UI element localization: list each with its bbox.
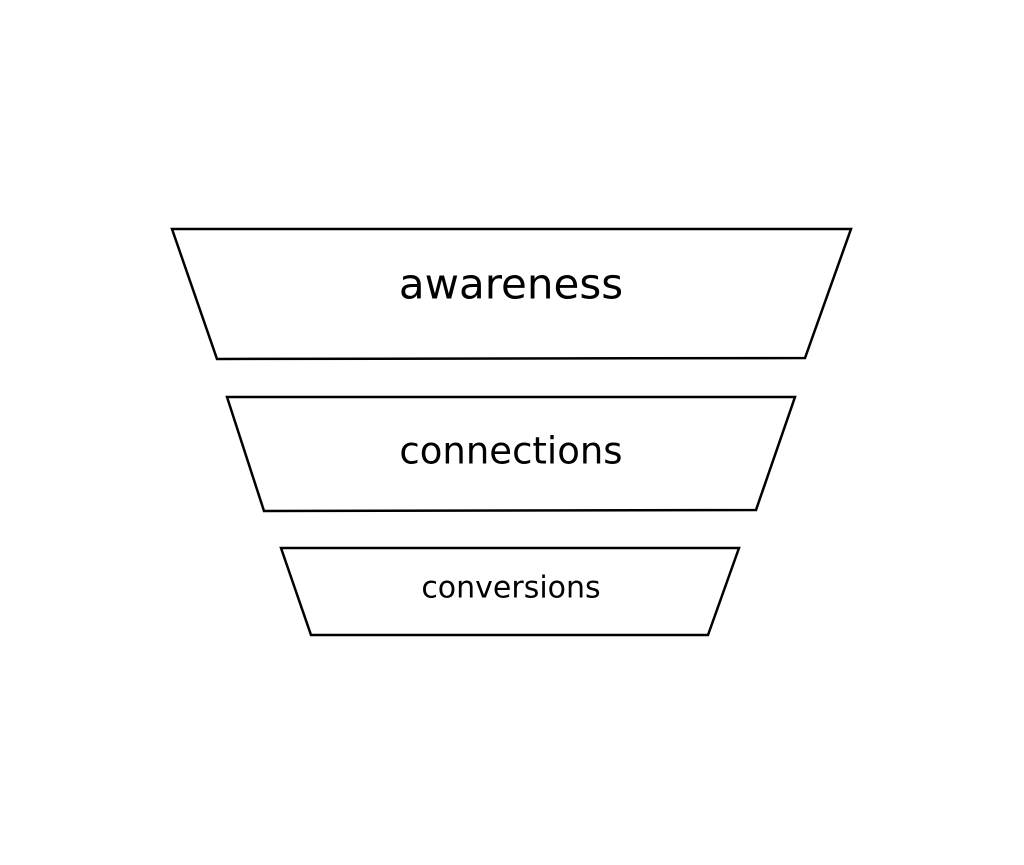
funnel-stage-conversions: conversions [279, 546, 741, 637]
funnel-stage-conversions-label: conversions [421, 571, 600, 606]
funnel-stage-awareness-label: awareness [399, 260, 623, 309]
funnel-stage-connections-label: connections [399, 430, 622, 473]
funnel-stage-connections: connections [225, 395, 797, 513]
funnel-stage-awareness: awareness [170, 227, 853, 361]
funnel-stage-conversions-shape [279, 546, 741, 637]
funnel-stage-connections-shape [225, 395, 797, 513]
funnel-stage-awareness-shape [170, 227, 853, 361]
